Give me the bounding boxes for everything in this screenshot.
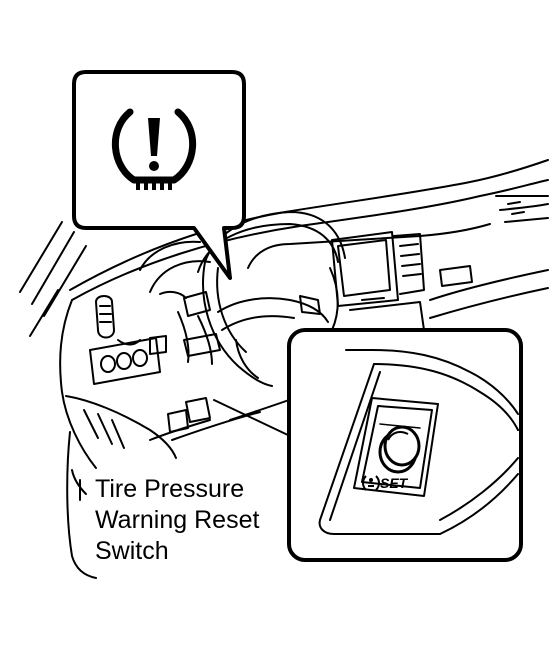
caption-line-2: Warning Reset [95,506,260,534]
center-console [331,201,525,331]
caption-line-1: Tire Pressure [95,475,245,503]
warning-callout [72,70,246,280]
left-controls [89,295,167,385]
tire-pressure-warning-icon [112,108,196,190]
windshield-lines [19,221,87,337]
set-label: SET [380,475,409,491]
caption-line-3: Switch [95,537,169,565]
leader-line [213,399,291,437]
tire-pressure-mini-icon [362,475,380,491]
reset-switch-button [378,425,421,474]
lower-panel [65,395,261,579]
switch-detail-inset: SET [287,328,523,562]
switch-caption: Tire Pressure Warning Reset Switch [95,474,295,567]
